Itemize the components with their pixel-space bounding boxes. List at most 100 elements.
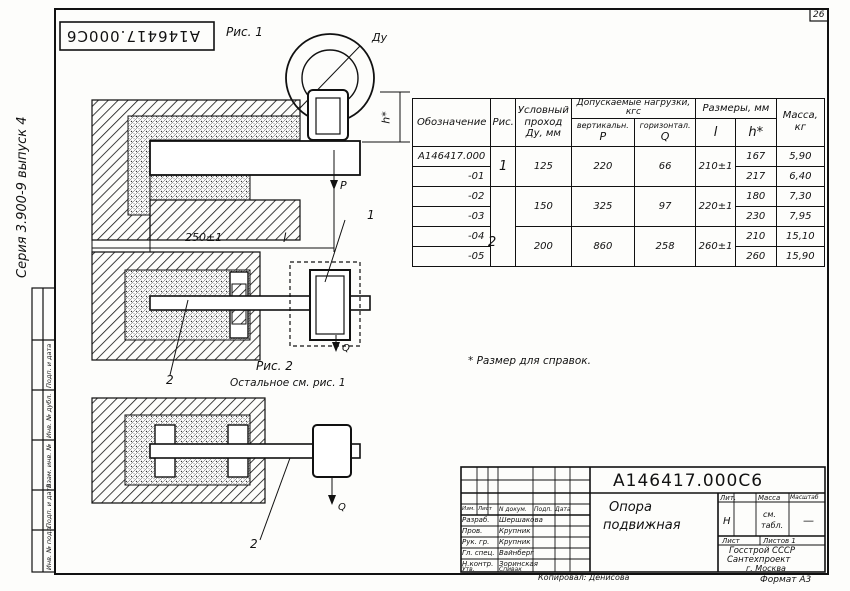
tb-massa-val-2: табл. — [761, 521, 784, 530]
load-q-fig3: Q — [338, 502, 346, 513]
tb-role-6: Утв. — [462, 566, 475, 573]
left-strip — [31, 287, 56, 573]
dim-h: h* — [379, 111, 393, 124]
tb-org-1: Госстрой СССР — [729, 546, 795, 556]
tb-code: А146417.000С6 — [613, 471, 764, 491]
tb-name-row-4: Вайнберг — [499, 549, 534, 557]
tb-role-1: Разраб. — [462, 516, 490, 524]
l-cell-c: 260±1 — [695, 225, 736, 267]
copied-by: Копировал: Денисова — [538, 573, 630, 582]
dy-cell-a: 125 — [515, 145, 572, 187]
tb-role-4: Гл. спец. — [462, 549, 495, 557]
fig1-console-beam — [149, 140, 361, 176]
tb-org-3: г. Москва — [746, 564, 786, 573]
h-cell-1: 167 — [734, 145, 777, 167]
row-code-000: А146417.000 — [411, 145, 492, 167]
row-code-04: -04 — [411, 225, 492, 247]
dy-cell-c: 200 — [515, 225, 572, 267]
fig2-note: Остальное см. рис. 1 — [230, 377, 346, 389]
fig1-clamp — [307, 89, 349, 141]
th-l: l — [695, 117, 736, 147]
strip-label-1: Инв. № подл. — [45, 525, 53, 570]
tb-lit: Лит. — [720, 494, 737, 502]
load-q-fig2: Q — [342, 343, 350, 354]
tb-name-1: Опора — [609, 500, 652, 515]
th-mass: Масса,кг — [775, 98, 826, 147]
fig-cell-a: 1 — [490, 145, 516, 187]
dim-l: l — [283, 231, 287, 245]
fig-cell-b-top — [490, 185, 516, 267]
h-cell-6: 260 — [734, 245, 777, 267]
h-cell-3: 180 — [734, 185, 777, 207]
title-block: А146417.000С6 Опора подвижная Изм. Лист … — [461, 467, 825, 573]
th-loads: Допускаемые нагрузки, кгс — [570, 98, 697, 119]
strip-label-4: Инв. № дубл. — [45, 393, 53, 438]
th-vert: вертикальн.P — [570, 117, 636, 147]
th-fig: Рис. — [490, 98, 516, 147]
tb-name-row-1: Шершакова — [499, 516, 543, 524]
tb-col-izm: Изм. — [462, 506, 475, 512]
tb-masshtab-val: — — [803, 514, 814, 527]
tb-masshtab: Масштаб — [790, 494, 819, 501]
load-p: P — [340, 179, 347, 192]
fig3-clamp — [312, 424, 352, 478]
h-cell-5: 210 — [734, 225, 777, 247]
m-cell-4: 7,95 — [775, 205, 826, 227]
l-cell-b: 220±1 — [695, 185, 736, 227]
tb-col-ndoc: N докум. — [499, 506, 527, 513]
m-cell-6: 15,90 — [775, 245, 826, 267]
th-h: h* — [734, 117, 777, 147]
row-code-03: -03 — [411, 205, 492, 227]
fig1-wall — [91, 99, 301, 241]
tb-role-3: Рук. гр. — [462, 538, 490, 546]
tb-col-data: Дата — [555, 506, 571, 513]
p-cell-b: 325 — [570, 185, 636, 227]
strip-label-5: Подп. и дата — [45, 343, 53, 388]
tb-name-row-5: Зоринская — [499, 560, 538, 568]
tb-massa-val-1: см. — [763, 510, 776, 519]
doc-code-mirrored: A146417.000C6 — [66, 27, 200, 45]
series-label: Серия 3.900-9 выпуск 4 — [15, 116, 30, 278]
h-cell-4: 230 — [734, 205, 777, 227]
q-cell-b: 97 — [634, 185, 697, 227]
th-designation: Обозначение — [411, 98, 492, 147]
tb-lit-val: Н — [723, 516, 731, 527]
tb-name-row-3: Крупник — [499, 538, 531, 546]
pos-2-fig3: 2 — [250, 537, 258, 551]
th-horiz: горизонтал.Q — [634, 117, 697, 147]
format-label: Формат А3 — [760, 575, 812, 585]
q-cell-a: 66 — [634, 145, 697, 187]
fig2-pipe-section — [289, 261, 361, 347]
tb-listov-label: Листов 1 — [763, 537, 796, 545]
tb-name-row-6: Спивак — [499, 566, 522, 573]
title-block-lines — [460, 466, 826, 573]
pos-1: 1 — [367, 208, 375, 222]
tb-org-2: Сантехпроект — [727, 555, 791, 565]
fig1-label: Рис. 1 — [226, 25, 263, 39]
fig2-label: Рис. 2 — [256, 359, 293, 373]
m-cell-2: 6,40 — [775, 165, 826, 187]
row-code-05: -05 — [411, 245, 492, 267]
row-code-02: -02 — [411, 185, 492, 207]
tb-col-list: Лист — [478, 506, 492, 512]
dy-cell-b: 150 — [515, 185, 572, 227]
tb-name-row-2: Крупник — [499, 527, 531, 535]
strip-label-2: Подп. и дата — [45, 483, 53, 528]
fig2-clamp — [309, 269, 351, 341]
m-cell-3: 7,30 — [775, 185, 826, 207]
footnote: * Размер для справок. — [468, 355, 591, 367]
tb-role-2: Пров. — [462, 527, 483, 535]
dim-250: 250±1 — [185, 231, 223, 244]
doc-code-box — [59, 21, 215, 51]
tb-name-2: подвижная — [603, 518, 681, 533]
p-cell-a: 220 — [570, 145, 636, 187]
pos-2-fig2: 2 — [166, 373, 174, 387]
q-cell-c: 258 — [634, 225, 697, 267]
th-size: Размеры, мм — [695, 98, 777, 119]
sheet-number: 26 — [813, 10, 825, 20]
m-cell-5: 15,10 — [775, 225, 826, 247]
